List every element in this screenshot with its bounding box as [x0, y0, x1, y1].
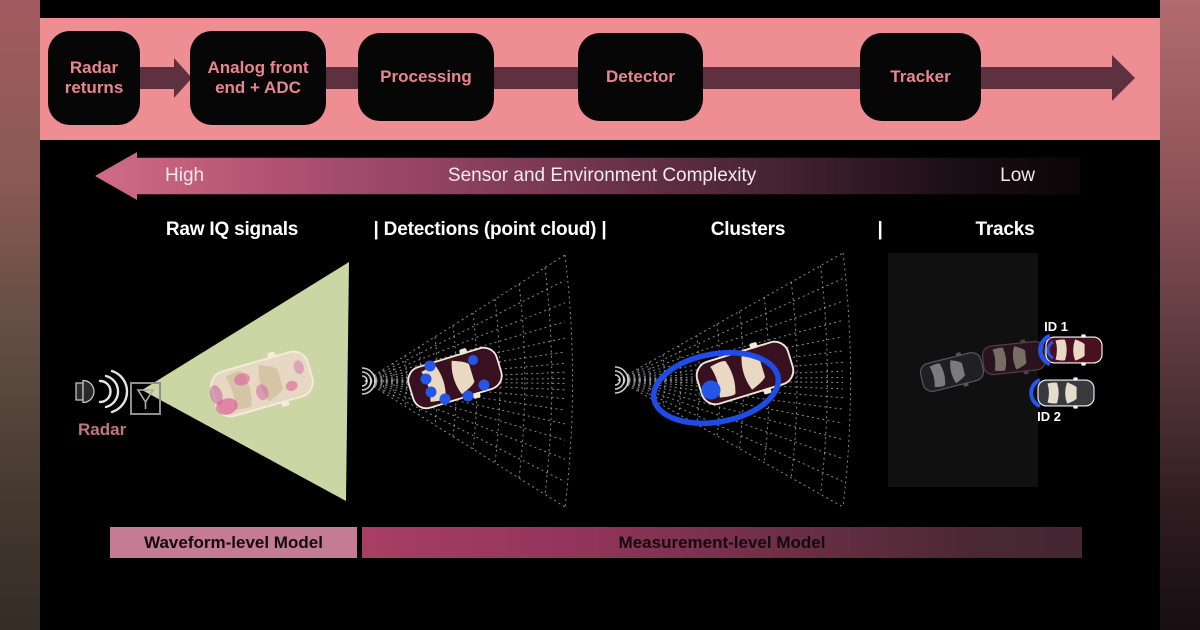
pipeline-connector	[703, 67, 860, 89]
cluster-centroid	[701, 380, 721, 400]
stage-label-tracks: Tracks	[975, 219, 1035, 240]
track-gate-icon	[1046, 340, 1054, 360]
left-gradient-border	[0, 0, 40, 630]
raw-iq-car	[206, 343, 318, 425]
stage-label-clusters: Clusters	[710, 219, 786, 240]
track-car-id2	[1038, 377, 1094, 409]
detections-panel	[361, 254, 574, 508]
pipeline-step-radar-returns: Radar returns	[48, 31, 140, 125]
tracks-panel	[888, 253, 1102, 487]
complexity-title: Sensor and Environment Complexity	[447, 165, 757, 186]
radar-speaker-icon	[75, 369, 129, 414]
pipeline-connector	[981, 67, 1112, 89]
pipeline-connector	[494, 67, 578, 89]
pipeline-connector	[326, 67, 358, 89]
pipeline-step-label: Tracker	[890, 66, 951, 86]
arrow-head-icon	[1112, 55, 1135, 101]
right-gradient-border	[1160, 0, 1200, 630]
arrow-head-icon	[174, 58, 192, 98]
measurement-model-bar: Measurement-level Model	[362, 527, 1082, 558]
track-car-id1	[1046, 334, 1102, 366]
antenna-box-icon	[130, 382, 161, 415]
pipeline-step-processing: Processing	[358, 33, 494, 121]
track-gate-icon	[1029, 378, 1041, 408]
stage-label-raw-iq: Raw IQ signals	[165, 219, 299, 240]
raw-iq-panel	[75, 262, 349, 501]
complexity-high-label: High	[165, 165, 205, 186]
pipeline-banner: Radar returns Analog front end + ADC Pro…	[40, 18, 1160, 140]
complexity-axis-arrow: High Sensor and Environment Complexity L…	[95, 152, 1080, 200]
cluster-ellipse	[650, 350, 782, 426]
pipeline-step-analog-frontend: Analog front end + ADC	[190, 31, 326, 125]
detections-car	[403, 339, 507, 417]
measurement-model-label: Measurement-level Model	[618, 532, 826, 552]
track-id-2-label: ID 2	[1037, 409, 1061, 424]
complexity-low-label: Low	[1000, 165, 1035, 186]
radar-caption: Radar	[78, 420, 127, 439]
pipeline-step-detector: Detector	[578, 33, 703, 121]
pipeline-step-label: Analog front end + ADC	[207, 57, 309, 97]
pipeline-connector	[140, 67, 174, 89]
stage-label-detections: | Detections (point cloud) |	[373, 219, 607, 240]
pipeline-step-tracker: Tracker	[860, 33, 981, 121]
waveform-model-bar: Waveform-level Model	[110, 527, 357, 558]
detection-points	[420, 355, 490, 405]
clusters-panel	[614, 252, 852, 508]
clusters-car	[691, 333, 799, 413]
pipeline-step-label: Detector	[606, 66, 675, 86]
pipeline-step-label: Processing	[380, 66, 472, 86]
waveform-model-label: Waveform-level Model	[144, 532, 323, 552]
stage-label-divider: |	[877, 219, 883, 240]
track-id-1-label: ID 1	[1044, 319, 1068, 334]
pipeline-step-label: Radar returns	[64, 57, 124, 97]
track-gate-icon	[1038, 333, 1051, 367]
